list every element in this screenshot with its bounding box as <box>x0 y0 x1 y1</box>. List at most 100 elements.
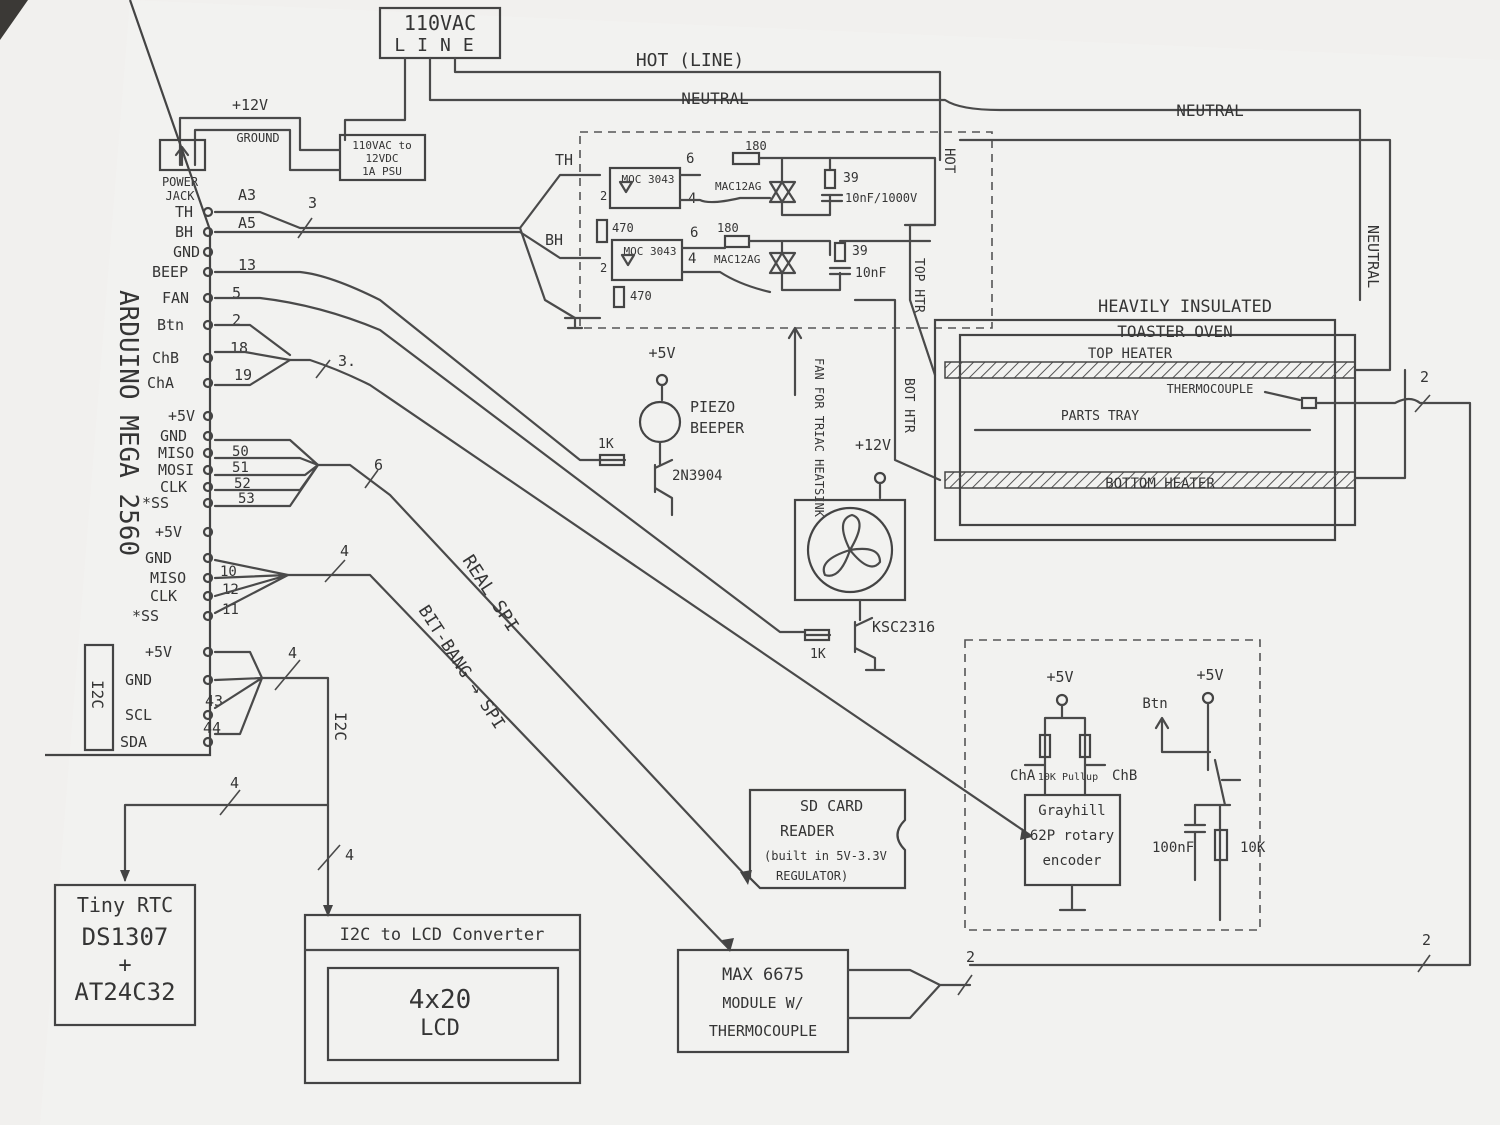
arduino-pin-label: SDA <box>120 733 147 751</box>
mains-connector: 110VAC LINE <box>378 6 502 60</box>
optocoupler-1: MOC 3043 <box>608 166 682 210</box>
arduino-pin-dot <box>202 590 214 602</box>
arduino-pin-dot <box>202 319 214 331</box>
arduino-pin-dot <box>202 292 214 304</box>
pin-num-10: 10 <box>220 564 237 580</box>
neutral-label-1: NEUTRAL <box>681 89 748 108</box>
beeper-r-label: 1K <box>598 437 614 452</box>
bus-count-tc: 2 <box>1420 368 1429 386</box>
top-heater-element <box>944 361 1356 379</box>
pin-num-43: 43 <box>205 692 223 710</box>
triac2-label: MAC12AG <box>714 253 760 266</box>
bus-count-heaters: 3 <box>308 194 317 212</box>
bus-count-tc2: 2 <box>1422 931 1431 949</box>
rtc-label-4: AT24C32 <box>74 978 175 1006</box>
arduino-pin-dot <box>202 447 214 459</box>
toaster-oven: HEAVILY INSULATED TOASTER OVEN TOP HEATE… <box>933 297 1357 542</box>
psu-label-1: 110VAC to <box>352 139 412 152</box>
moc1-label: MOC 3043 <box>622 173 675 186</box>
arduino-pin-dot <box>202 674 214 686</box>
beeper-5v-label: +5V <box>648 344 675 362</box>
r470a-label: 470 <box>612 221 634 235</box>
moc1-pin2: 2 <box>600 189 607 203</box>
pin-num-53: 53 <box>238 491 255 507</box>
arduino-pin-label: TH <box>175 203 193 221</box>
mains-label: 110VAC <box>404 11 476 35</box>
moc2-label: MOC 3043 <box>624 245 677 258</box>
oven-top-heater: TOP HEATER <box>1088 346 1173 362</box>
arduino-pin-label: ChB <box>152 349 179 367</box>
bus-count-tc3: 2 <box>966 948 975 966</box>
arduino-pin-label: GND <box>145 549 172 567</box>
bus-count-i2c-main: 4 <box>288 644 297 662</box>
pin-num-13: 13 <box>238 256 256 274</box>
neutral-label-2: NEUTRAL <box>1176 101 1243 120</box>
arduino-pin-dot <box>202 464 214 476</box>
arduino-pin-label: GND <box>160 427 187 445</box>
oven-neutral-vertical: NEUTRAL <box>1364 225 1382 288</box>
pin-num-18: 18 <box>230 339 248 357</box>
mains-sub-label: LINE <box>394 35 485 56</box>
arduino-pin-label: ChA <box>147 374 174 392</box>
arduino-pin-dot <box>202 410 214 422</box>
moc2-pin6: 6 <box>690 225 698 241</box>
pin-num-12: 12 <box>222 582 239 598</box>
arduino-pin-label: *SS <box>142 494 169 512</box>
arduino-pin-label: Btn <box>157 316 184 334</box>
pin-num-52: 52 <box>234 476 251 492</box>
resistor-470-a <box>595 218 609 244</box>
r180a-label: 180 <box>745 139 767 153</box>
optocoupler-2: MOC 3043 <box>610 238 684 282</box>
hot-line-label: HOT (LINE) <box>636 50 744 71</box>
arduino-pin-label: +5V <box>168 407 195 425</box>
pin-num-51: 51 <box>232 460 249 476</box>
i2c-lcd-module: I2C to LCD Converter 4x20 LCD <box>303 913 582 1085</box>
arduino-pin-dot <box>202 352 214 364</box>
encoder-name-2: 62P rotary <box>1030 828 1114 844</box>
encoder-5v-b: +5V <box>1196 666 1223 684</box>
arduino-pin-label: MISO <box>150 569 186 587</box>
psu-12v-label: +12V <box>232 96 268 114</box>
sd-card-reader: SD CARD READER (built in 5V-3.3V REGULAT… <box>748 788 907 890</box>
encoder-chb-label: ChB <box>1112 768 1137 784</box>
pin-num-19: 19 <box>234 366 252 384</box>
encoder-cha-label: ChA <box>1010 768 1036 784</box>
jack-label-2: JACK <box>166 189 196 203</box>
arduino-i2c-tag: I2C <box>88 680 107 709</box>
bus-count-i2c-rtc: 4 <box>230 774 239 792</box>
bottom-heater-element <box>944 471 1356 489</box>
arduino-pin-dot <box>202 646 214 658</box>
arduino-pin-label: MOSI <box>158 461 194 479</box>
rtc-label-1: Tiny RTC <box>77 893 173 917</box>
r470b-label: 470 <box>630 289 652 303</box>
arduino-pin-labels: THBHGNDBEEPFANBtnChBChA+5VGNDMISOMOSICLK… <box>120 203 214 751</box>
beeper-label-2: BEEPER <box>690 419 745 437</box>
arduino-pin-dot <box>202 206 214 218</box>
encoder-btn-label: Btn <box>1142 696 1167 712</box>
arduino-pin-dot <box>202 377 214 389</box>
arduino-pin-dot <box>202 497 214 509</box>
psu-label-2: 12VDC <box>365 152 398 165</box>
c1-label: 10nF/1000V <box>845 191 917 205</box>
arduino-pin-label: +5V <box>145 643 172 661</box>
encoder-name-1: Grayhill <box>1038 803 1105 819</box>
pin-num-44: 44 <box>203 719 221 737</box>
rtc-label-2: DS1307 <box>82 923 169 951</box>
arduino-pin-dot <box>202 430 214 442</box>
arduino-pin-dot <box>202 266 214 278</box>
encoder-name-3: encoder <box>1042 853 1101 869</box>
pin-num-50: 50 <box>232 444 249 460</box>
bot-htr-label: BOT HTR <box>901 378 916 433</box>
arduino-pin-dot <box>202 246 214 258</box>
jack-label-1: POWER <box>162 175 199 189</box>
arduino-pin-label: +5V <box>155 523 182 541</box>
pin-num-a5: A5 <box>238 214 256 232</box>
psu-block: 110VAC to 12VDC 1A PSU <box>338 133 427 182</box>
arduino-pin-dot <box>202 610 214 622</box>
bus-count-encoder: 3. <box>338 352 356 370</box>
fan-q-label: KSC2316 <box>872 618 935 636</box>
oven-bottom-heater: BOTTOM HEATER <box>1105 476 1215 492</box>
lcd-label-2: LCD <box>420 1016 460 1041</box>
